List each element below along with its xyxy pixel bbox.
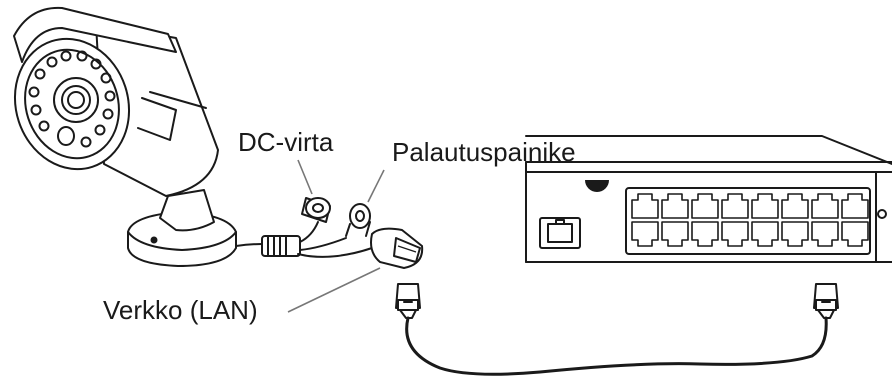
switch-port-icon xyxy=(841,221,869,247)
switch-port-icon xyxy=(631,221,659,247)
switch-port-icon xyxy=(691,221,719,247)
switch-port-icon xyxy=(661,221,689,247)
switch-port-icon xyxy=(631,193,659,219)
dc-power-jack-icon xyxy=(301,197,331,223)
switch-port-icon xyxy=(781,193,809,219)
console-port-icon xyxy=(539,217,581,249)
dc-power-label: DC-virta xyxy=(238,127,334,157)
switch-port-icon xyxy=(781,221,809,247)
switch-port-icon xyxy=(691,193,719,219)
reset-button-icon xyxy=(345,203,371,237)
switch-port-icon xyxy=(841,193,869,219)
switch-port-icon xyxy=(661,193,689,219)
ethernet-cable-icon xyxy=(395,283,839,376)
leader-dc-power xyxy=(297,159,313,195)
switch-port-icon xyxy=(811,221,839,247)
switch-port-icon xyxy=(721,221,749,247)
switch-port-icon xyxy=(751,221,779,247)
switch-port-icon xyxy=(811,193,839,219)
leader-reset xyxy=(367,169,385,203)
ethernet-plug-right-icon xyxy=(813,283,839,319)
ethernet-plug-left-icon xyxy=(395,283,421,319)
leader-network xyxy=(287,267,381,313)
switch-port-icon xyxy=(751,193,779,219)
network-label: Verkko (LAN) xyxy=(103,295,258,325)
network-switch-icon xyxy=(525,135,892,263)
camera-lan-connector-icon xyxy=(370,227,424,269)
camera-pigtail-cable xyxy=(235,197,424,269)
security-camera-icon xyxy=(13,6,237,267)
reset-button-label: Palautuspainike xyxy=(392,137,576,167)
switch-port-icon xyxy=(721,193,749,219)
